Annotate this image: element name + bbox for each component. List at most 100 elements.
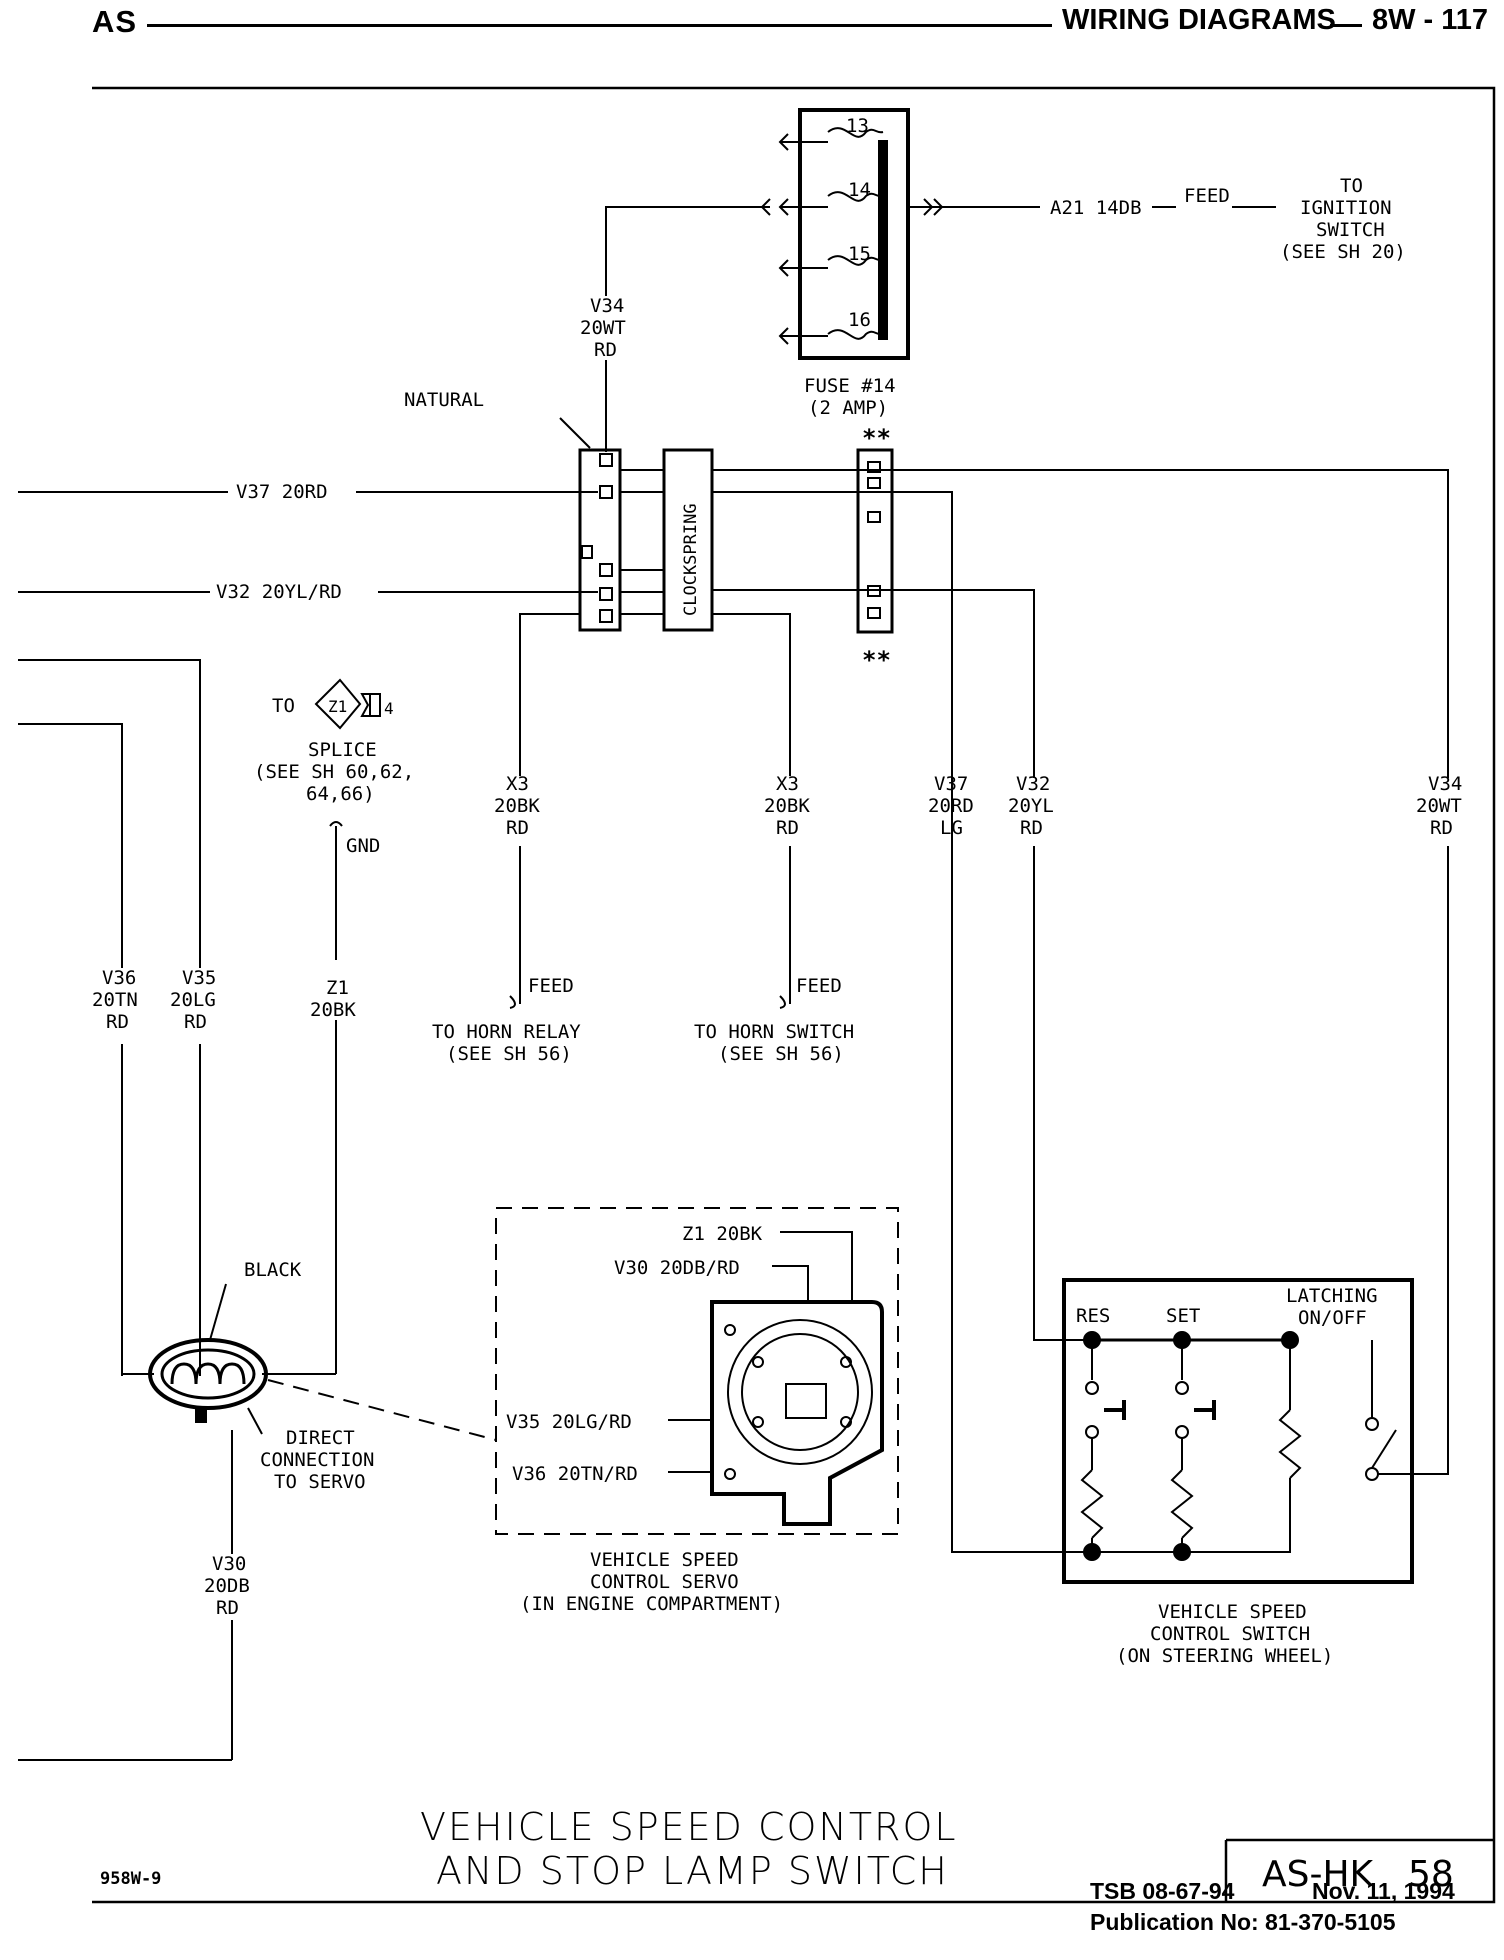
fuse-cavity-13: 13: [846, 115, 869, 137]
fuse-label: FUSE #14: [804, 375, 896, 397]
control-switch-box: [1062, 1278, 1414, 1584]
wire-v32-color: RD: [1020, 817, 1043, 839]
splice-to: TO: [272, 695, 295, 717]
wire-z1-circuit: Z1: [326, 977, 349, 999]
wire-v37-label: V37 20RD: [236, 481, 328, 503]
natural-leader: [559, 417, 591, 449]
page-number: 8W - 117: [1372, 4, 1489, 36]
horn-switch-label: TO HORN SWITCH: [694, 1021, 854, 1043]
natural-connector: [578, 448, 622, 632]
direct-connection-1: DIRECT: [286, 1427, 355, 1449]
servo-wire-v36: V36 20TN/RD: [512, 1463, 638, 1485]
publication-number: Publication No: 81-370-5105: [1090, 1909, 1396, 1935]
publication-date: Nov. 11, 1994: [1312, 1878, 1455, 1904]
horn-feed-left: FEED: [528, 975, 574, 997]
servo-wire-v30: V30 20DB/RD: [614, 1257, 740, 1279]
splice-ref-1: (SEE SH 60,62,: [254, 761, 414, 783]
wire-v37-color: LG: [940, 817, 963, 839]
servo-wire-z1: Z1 20BK: [682, 1223, 763, 1245]
wire-v34-circuit: V34: [590, 295, 624, 317]
fuse-cavity-16: 16: [848, 309, 871, 331]
sheet-number: 58: [1408, 1854, 1454, 1895]
header-rule: [147, 24, 1052, 27]
wire-x3-right-circuit: X3: [776, 773, 799, 795]
direct-connection-2: CONNECTION: [260, 1449, 374, 1471]
splice-ref-2: 64,66): [306, 783, 375, 805]
wire-x3-right-gauge: 20BK: [764, 795, 810, 817]
latching-label: LATCHING: [1286, 1285, 1378, 1307]
section-code: AS: [92, 4, 138, 39]
wire-x3-left-circuit: X3: [506, 773, 529, 795]
fuse-cavity-14: 14: [848, 179, 871, 201]
res-label: RES: [1076, 1305, 1110, 1327]
diagram-title-1: VEHICLE SPEED CONTROL: [420, 1805, 958, 1849]
black-connector-label: BLACK: [244, 1259, 302, 1281]
wire-v34-right-color: RD: [1430, 817, 1453, 839]
wire-v34-gauge: 20WT: [580, 317, 626, 339]
wire-v34-right-circuit: V34: [1428, 773, 1462, 795]
wire-v37-circuit: V37: [934, 773, 968, 795]
ignition-ref: (SEE SH 20): [1280, 241, 1406, 263]
wire-v36-gauge: 20TN: [92, 989, 138, 1011]
splice-num: 4: [384, 699, 394, 718]
double-star-top: **: [862, 424, 891, 452]
splice-diamond: [314, 678, 362, 730]
wire-v36-color: RD: [106, 1011, 129, 1033]
clockspring-label: CLOCKSPRING: [681, 503, 701, 616]
page-title: WIRING DIAGRAMS: [1062, 4, 1336, 36]
on-off-label: ON/OFF: [1298, 1307, 1367, 1329]
diagram-frame: [92, 86, 1496, 1904]
wire-v30-color: RD: [216, 1597, 239, 1619]
wire-x3-left-color: RD: [506, 817, 529, 839]
servo-connector: [148, 1338, 268, 1410]
wire-v30-gauge: 20DB: [204, 1575, 250, 1597]
splice-label: SPLICE: [308, 739, 377, 761]
sheet-prefix: AS-HK: [1262, 1854, 1375, 1895]
feed-wire-label: A21 14DB: [1050, 197, 1142, 219]
wire-v35-circuit: V35: [182, 967, 216, 989]
gnd-label: GND: [346, 835, 380, 857]
servo-wire-v35: V35 20LG/RD: [506, 1411, 632, 1433]
fuse-rating: (2 AMP): [808, 397, 888, 419]
splice-id: Z1: [328, 697, 347, 716]
switch-title-2: CONTROL SWITCH: [1150, 1623, 1310, 1645]
ignition-switch: SWITCH: [1316, 219, 1385, 241]
set-label: SET: [1166, 1305, 1200, 1327]
clockspring: [662, 448, 714, 632]
diagram-title-2: AND STOP LAMP SWITCH: [436, 1849, 949, 1893]
ignition-to: TO: [1340, 175, 1363, 197]
fuse-cavity-15: 15: [848, 243, 871, 265]
switch-title-1: VEHICLE SPEED: [1158, 1601, 1307, 1623]
horn-feed-right: FEED: [796, 975, 842, 997]
double-star-connector: [856, 448, 894, 634]
horn-switch-ref: (SEE SH 56): [718, 1043, 844, 1065]
servo-body: [710, 1300, 884, 1526]
wire-v35-color: RD: [184, 1011, 207, 1033]
wire-x3-left-gauge: 20BK: [494, 795, 540, 817]
double-star-bottom: **: [862, 646, 891, 674]
horn-relay-label: TO HORN RELAY: [432, 1021, 581, 1043]
wire-v37-gauge: 20RD: [928, 795, 974, 817]
natural-label: NATURAL: [404, 389, 484, 411]
tsb-number: TSB 08-67-94: [1090, 1878, 1235, 1904]
wire-v32-gauge: 20YL: [1008, 795, 1054, 817]
wire-v32-circuit: V32: [1016, 773, 1050, 795]
wire-v36-circuit: V36: [102, 967, 136, 989]
servo-title-2: CONTROL SERVO: [590, 1571, 739, 1593]
page-header: AS WIRING DIAGRAMS 8W - 117: [0, 0, 1504, 60]
wire-v30-circuit: V30: [212, 1553, 246, 1575]
horn-relay-ref: (SEE SH 56): [446, 1043, 572, 1065]
feed-label: FEED: [1184, 185, 1230, 207]
header-rule: [1330, 24, 1362, 27]
switch-title-3: (ON STEERING WHEEL): [1116, 1645, 1333, 1667]
wire-v34-color: RD: [594, 339, 617, 361]
wire-v32-label: V32 20YL/RD: [216, 581, 342, 603]
servo-title-1: VEHICLE SPEED: [590, 1549, 739, 1571]
servo-title-3: (IN ENGINE COMPARTMENT): [520, 1593, 783, 1615]
direct-connection-3: TO SERVO: [274, 1471, 366, 1493]
wire-v35-gauge: 20LG: [170, 989, 216, 1011]
drawing-code: 958W-9: [100, 1869, 161, 1889]
wire-z1-gauge: 20BK: [310, 999, 356, 1021]
fuse-block: [798, 108, 910, 360]
